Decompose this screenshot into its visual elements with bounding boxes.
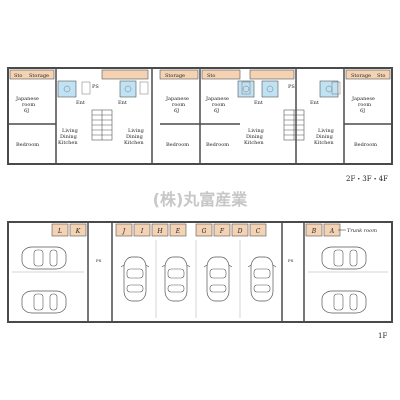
label-ent: Ent (310, 100, 319, 106)
car (120, 256, 150, 302)
ground-ps-label-right: PS (288, 258, 294, 263)
svg-text:Living: Living (248, 128, 265, 134)
ldk-2: Living Dining Kitchen (124, 128, 145, 146)
storage-strips (9, 69, 391, 80)
svg-text:6J: 6J (360, 108, 365, 114)
svg-text:Kitchen: Kitchen (58, 140, 78, 146)
japanese-room-center-left: Japanese room 6J (165, 96, 189, 114)
unit-dividers (8, 68, 392, 164)
lot-K: K (75, 228, 81, 235)
svg-text:6J: 6J (24, 108, 29, 114)
lot-L: L (57, 228, 62, 235)
svg-text:6J: 6J (174, 108, 179, 114)
lot-letters: L K J I H E G F D C B A (57, 228, 335, 235)
lot-H: H (156, 228, 163, 235)
upper-floor-plan (7, 67, 393, 165)
svg-text:room: room (212, 102, 225, 108)
svg-text:Dining: Dining (60, 134, 78, 140)
ldk-1: Living Dining Kitchen (58, 128, 79, 146)
svg-text:Kitchen: Kitchen (314, 140, 334, 146)
ldk-4: Living Dining Kitchen (314, 128, 335, 146)
svg-text:Dining: Dining (126, 134, 144, 140)
svg-text:Japanese: Japanese (15, 96, 39, 102)
japanese-room-left: Japanese room 6J (15, 96, 39, 114)
parking-lines (12, 240, 388, 318)
car (21, 246, 67, 270)
svg-text:room: room (358, 102, 371, 108)
lot-B: B (311, 228, 317, 235)
upper-room-labels: Sto Storage Storage Sto Storage Sto Ent … (14, 73, 385, 148)
upper-floor-label: 2F・3F・4F (346, 175, 388, 183)
label-ps: PS (92, 84, 99, 90)
lot-F: F (219, 228, 225, 235)
svg-text:Japanese: Japanese (205, 96, 229, 102)
car (321, 246, 367, 270)
car (203, 256, 233, 302)
svg-text:Living: Living (318, 128, 335, 134)
car (21, 290, 67, 314)
lot-D: D (237, 228, 243, 235)
japanese-room-center-right: Japanese room 6J (205, 96, 229, 114)
label-ps: PS (288, 84, 295, 90)
label-ent: Ent (118, 100, 127, 106)
label-sto: Sto (377, 73, 385, 79)
stairs (91, 109, 305, 141)
ground-floor-label: 1F (378, 332, 387, 340)
label-storage: Storage (165, 73, 185, 79)
ldk-3: Living Dining Kitchen (244, 128, 265, 146)
lot-A: A (329, 228, 335, 235)
svg-text:Living: Living (128, 128, 145, 134)
svg-text:Japanese: Japanese (351, 96, 375, 102)
ground-floor-plan (7, 221, 393, 323)
svg-text:room: room (22, 102, 35, 108)
lot-J: J (121, 228, 126, 235)
label-storage: Storage (351, 73, 371, 79)
svg-text:Dining: Dining (246, 134, 264, 140)
label-storage: Storage (29, 73, 49, 79)
svg-text:room: room (172, 102, 185, 108)
svg-text:6J: 6J (214, 108, 219, 114)
label-ent: Ent (76, 100, 85, 106)
bedroom-3: Bedroom (206, 142, 229, 148)
lot-I: I (140, 228, 144, 235)
svg-text:Dining: Dining (316, 134, 334, 140)
car (321, 290, 367, 314)
ground-ps-label-left: PS (96, 258, 102, 263)
car (161, 256, 191, 302)
label-ent: Ent (254, 100, 263, 106)
lot-E: E (175, 228, 181, 235)
watermark: (株)丸富産業 (153, 190, 249, 209)
fixtures (63, 81, 341, 95)
bedroom-1: Bedroom (16, 142, 39, 148)
bedroom-2: Bedroom (166, 142, 189, 148)
japanese-room-right: Japanese room 6J (351, 96, 375, 114)
trunk-room-label: Trunk room (347, 228, 377, 234)
lot-G: G (202, 228, 207, 235)
ground-dividers (87, 222, 305, 322)
bedroom-4: Bedroom (354, 142, 377, 148)
svg-text:Kitchen: Kitchen (124, 140, 144, 146)
svg-text:Living: Living (62, 128, 79, 134)
label-sto: Sto (14, 73, 22, 79)
lot-C: C (256, 228, 261, 235)
svg-text:Japanese: Japanese (165, 96, 189, 102)
svg-text:Kitchen: Kitchen (244, 140, 264, 146)
label-sto: Sto (207, 73, 215, 79)
car (247, 256, 277, 302)
trunk-rooms (51, 223, 341, 237)
